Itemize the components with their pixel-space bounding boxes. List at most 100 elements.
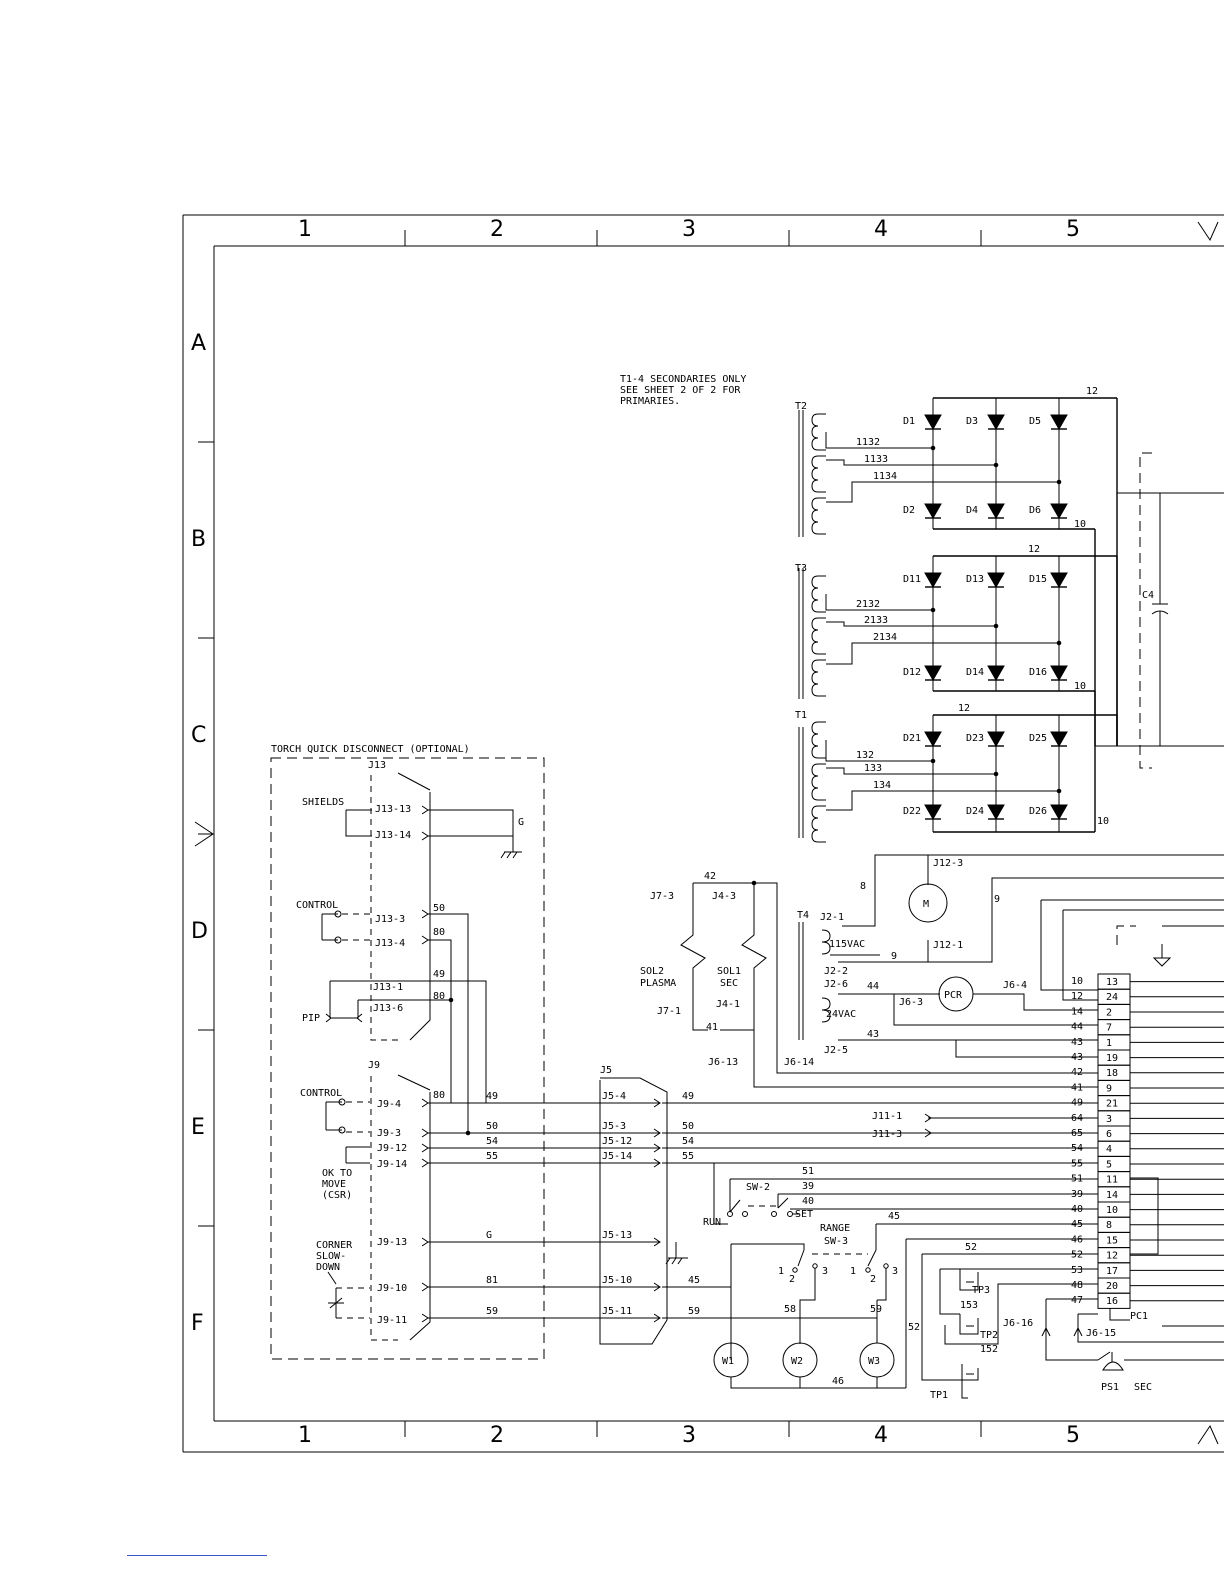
j9-11-label: J9-11	[377, 1315, 407, 1326]
t1-phase-node-2	[1056, 788, 1062, 794]
j5-label: J5	[600, 1065, 612, 1076]
t2-neg-label: 10	[1074, 519, 1086, 530]
j13-14-label: J13-14	[375, 830, 411, 841]
zone-col-5-bottom: 5	[1066, 1423, 1080, 1448]
torch-quick-disconnect: TORCH QUICK DISCONNECT (OPTIONAL) J13 SH…	[270, 744, 545, 1360]
j13-label: J13	[368, 760, 386, 771]
j6-14-label: J6-14	[784, 1057, 814, 1068]
zone-col-2-top: 2	[490, 217, 504, 242]
corner-line-1: CORNER	[316, 1240, 353, 1251]
terminal-cell-11	[1097, 1140, 1131, 1157]
meter-w2: W2	[791, 1356, 803, 1367]
t1-phase-label-0: 132	[856, 750, 874, 761]
zone-col-4-bottom: 4	[874, 1423, 888, 1448]
j5-pin-6: J5-11	[602, 1306, 632, 1317]
j6-16-label: J6-16	[1003, 1318, 1033, 1329]
terminal-wire-11: 54	[1071, 1143, 1083, 1154]
terminal-wire-12: 55	[1071, 1158, 1083, 1169]
j5-pin-arrow-3	[653, 1158, 661, 1168]
wire-59-label: 59	[870, 1304, 882, 1315]
terminal-pin-5: 19	[1106, 1053, 1118, 1064]
t2-top_diodes-1-symbol	[987, 414, 1005, 431]
t3-pos-label: 12	[1028, 544, 1040, 555]
shields-label: SHIELDS	[302, 797, 344, 808]
j5-pin-arrow-2	[653, 1143, 661, 1153]
t1-phase-wire-0	[825, 740, 933, 762]
wire-40-label: 40	[802, 1196, 814, 1207]
t1-phase-wire-1	[826, 767, 996, 775]
wire-50-torch: 50	[433, 903, 445, 914]
t1-bottom_diodes-1-label: D24	[966, 806, 984, 817]
range-line-2: SW-3	[824, 1236, 848, 1247]
terminal-cell-2	[1097, 1003, 1131, 1021]
t2-phase-node-1	[993, 462, 999, 468]
j6-3-label: J6-3	[899, 997, 923, 1008]
t3-phase-wire-0	[825, 594, 933, 611]
j7-1-label: J7-1	[657, 1006, 681, 1017]
terminal-wire-2: 14	[1071, 1006, 1083, 1017]
zone-row-b: B	[191, 527, 206, 552]
t2-top_diodes-0-label: D1	[903, 416, 915, 427]
t4-label: T4	[797, 910, 809, 921]
j5-pin-arrow-1	[653, 1128, 661, 1138]
terminal-wire-18: 52	[1071, 1250, 1083, 1261]
terminal-pin-3: 7	[1106, 1023, 1112, 1034]
transformer-t4: T4 J2-1 115VAC 9 8 M J12-3 J12-1 9 J2-2 …	[797, 854, 1224, 1058]
zone-col-2-bottom: 2	[490, 1423, 504, 1448]
t3-phase-wire-1	[826, 621, 996, 627]
terminal-wire-8: 49	[1071, 1098, 1083, 1109]
j4-1-label: J4-1	[716, 999, 740, 1010]
j2-1-label: J2-1	[820, 912, 844, 923]
terminal-pin-6: 18	[1106, 1068, 1118, 1079]
t3-phase-node-0	[930, 607, 936, 613]
t2-top_diodes-0-symbol	[924, 414, 942, 431]
wire-39-label: 39	[802, 1181, 814, 1192]
footer-rule	[127, 1555, 267, 1556]
meter-w3: W3	[868, 1356, 880, 1367]
j11-3-label: J11-3	[872, 1129, 902, 1140]
t1-top_diodes-0-label: D21	[903, 733, 921, 744]
t2-phase-label-2: 1134	[873, 471, 897, 482]
terminal-pin-0: 13	[1106, 977, 1118, 988]
t3-coil-0	[811, 575, 826, 613]
capacitor-c4: C4	[1095, 452, 1224, 769]
set-label: SET	[795, 1209, 813, 1220]
j5-pin-arrow-4	[653, 1237, 661, 1247]
terminal-pin-17: 15	[1106, 1235, 1118, 1246]
t2-label: T2	[795, 401, 807, 412]
j5-left-wire-5: 81	[486, 1275, 498, 1286]
ok-to-move-line-1: OK TO	[322, 1168, 352, 1179]
j6-13-label: J6-13	[708, 1057, 738, 1068]
j2-6-label: J2-6	[824, 979, 848, 990]
j13-1-label: J13-1	[373, 982, 403, 993]
j5-left-wire-1: 50	[486, 1121, 498, 1132]
j5-right-wire-5: 59	[688, 1306, 700, 1317]
terminal-wire-7: 41	[1071, 1082, 1083, 1093]
note-line-3: PRIMARIES.	[620, 396, 680, 407]
terminal-wire-1: 12	[1071, 991, 1083, 1002]
wire-42-label: 42	[704, 871, 716, 882]
t1-coil-1	[811, 763, 826, 801]
terminal-pin-16: 8	[1106, 1220, 1112, 1231]
j13-3-label: J13-3	[375, 914, 405, 925]
ok-to-move-line-3: (CSR)	[322, 1190, 352, 1201]
wire-51-label: 51	[802, 1166, 814, 1177]
t3-coil-2	[811, 659, 826, 697]
t1-top_diodes-1-symbol	[987, 731, 1005, 748]
terminal-wire-0: 10	[1071, 976, 1083, 987]
t3-top_diodes-1-symbol	[987, 572, 1005, 589]
j13-6-label: J13-6	[373, 1003, 403, 1014]
t2-top_diodes-1-label: D3	[966, 416, 978, 427]
torch-box-title: TORCH QUICK DISCONNECT (OPTIONAL)	[271, 744, 470, 755]
j13-13-label: J13-13	[375, 804, 411, 815]
secondaries-note: T1-4 SECONDARIES ONLY SEE SHEET 2 OF 2 F…	[620, 374, 746, 407]
terminal-pin-2: 2	[1106, 1007, 1112, 1018]
wire-44-label: 44	[867, 981, 879, 992]
tp3-label: TP3	[972, 1285, 990, 1296]
terminal-pin-8: 21	[1106, 1099, 1118, 1110]
t2-phase-wire-0	[825, 432, 933, 449]
terminal-cell-4	[1097, 1034, 1131, 1051]
